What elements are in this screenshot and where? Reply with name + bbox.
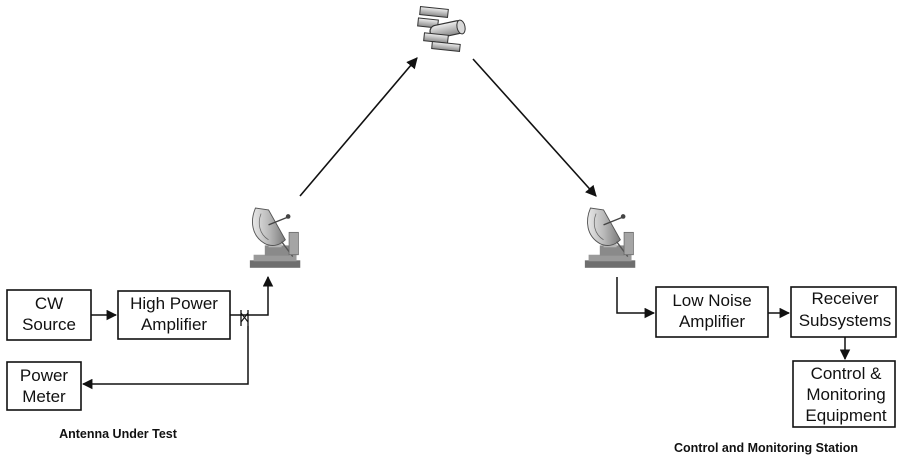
- hpa-line1: High Power: [130, 294, 218, 313]
- lna-line1: Low Noise: [672, 291, 751, 310]
- hpa-line2: Amplifier: [141, 315, 207, 334]
- low-noise-amplifier-block: Low Noise Amplifier: [655, 286, 769, 338]
- downlink-arrow: [472, 58, 597, 197]
- receiver-line1: Receiver: [811, 289, 878, 308]
- lna-line2: Amplifier: [679, 312, 745, 331]
- antenna-to-lna-arrow: [616, 277, 656, 319]
- receiver-line2: Subsystems: [799, 311, 892, 330]
- cw-source-block: CW Source: [6, 289, 92, 341]
- directional-coupler-icon: [240, 310, 249, 326]
- power-meter-line1: Power: [20, 366, 69, 385]
- uplink-arrow: [299, 57, 418, 197]
- high-power-amplifier-block: High Power Amplifier: [117, 290, 231, 340]
- dish-antenna-icon: [249, 207, 301, 269]
- cw-source-line2: Source: [22, 315, 76, 334]
- hpa-to-antenna-arrow: [230, 275, 274, 316]
- equipment-line2: Monitoring: [806, 385, 885, 404]
- power-meter-line2: Meter: [22, 387, 66, 406]
- equipment-line3: Equipment: [805, 406, 887, 425]
- caption-antenna-under-test: Antenna Under Test: [59, 427, 178, 441]
- cw-source-line1: CW: [35, 294, 63, 313]
- control-monitoring-equipment-block: Control & Monitoring Equipment: [792, 360, 896, 428]
- coupler-to-power-meter-arrow: [81, 326, 249, 390]
- caption-control-station: Control and Monitoring Station: [674, 441, 858, 455]
- dish-antenna-icon: [584, 207, 636, 269]
- equipment-line1: Control &: [811, 364, 883, 383]
- receiver-subsystems-block: Receiver Subsystems: [790, 286, 897, 338]
- satellite-icon: [417, 6, 466, 52]
- power-meter-block: Power Meter: [6, 361, 82, 411]
